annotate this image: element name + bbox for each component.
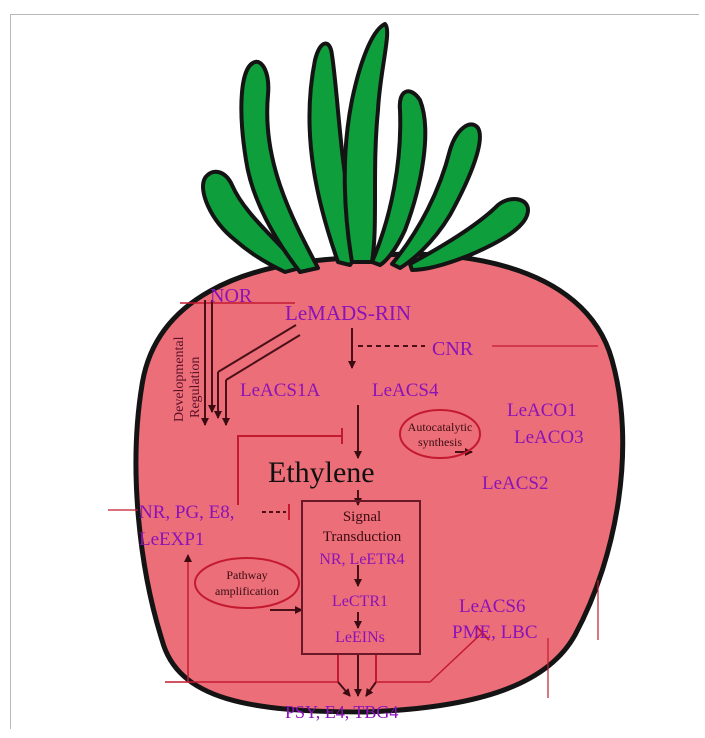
signal-step-nr-leetr4: NR, LeETR4 (319, 551, 404, 568)
label-leaco3: LeACO3 (514, 427, 584, 448)
label-ethylene: Ethylene (268, 456, 375, 489)
label-pme-lbc: PME, LBC (452, 622, 538, 643)
label-regulation: Regulation (188, 357, 203, 418)
pathway-label-2: amplification (215, 584, 279, 598)
label-leacs1a: LeACS1A (240, 380, 321, 401)
label-cnr: CNR (432, 338, 474, 360)
label-nor: NOR (210, 285, 253, 307)
calyx-leaves (203, 24, 528, 272)
leaf-center (345, 24, 387, 262)
label-leacs4: LeACS4 (372, 380, 439, 401)
label-developmental: Developmental (172, 336, 187, 422)
signal-title-2: Transduction (323, 529, 402, 545)
label-psy-e4-tbg4: PSY, E4, TBG4 (285, 702, 398, 722)
label-leexp1: LeEXP1 (139, 529, 204, 550)
label-leaco1: LeACO1 (507, 400, 577, 421)
autocatalytic-label-2: synthesis (418, 435, 462, 449)
signal-title-1: Signal (343, 509, 381, 525)
label-lemads-rin: LeMADS-RIN (285, 301, 411, 325)
signal-step-leeins: LeEINs (335, 629, 385, 646)
pathway-label-1: Pathway (226, 568, 267, 582)
label-leacs2: LeACS2 (482, 473, 549, 494)
signal-step-lectr1: LeCTR1 (332, 593, 388, 610)
label-nr-pg-e8: NR, PG, E8, (139, 502, 235, 523)
autocatalytic-label-1: Autocatalytic (408, 420, 473, 434)
label-leacs6: LeACS6 (459, 596, 526, 617)
